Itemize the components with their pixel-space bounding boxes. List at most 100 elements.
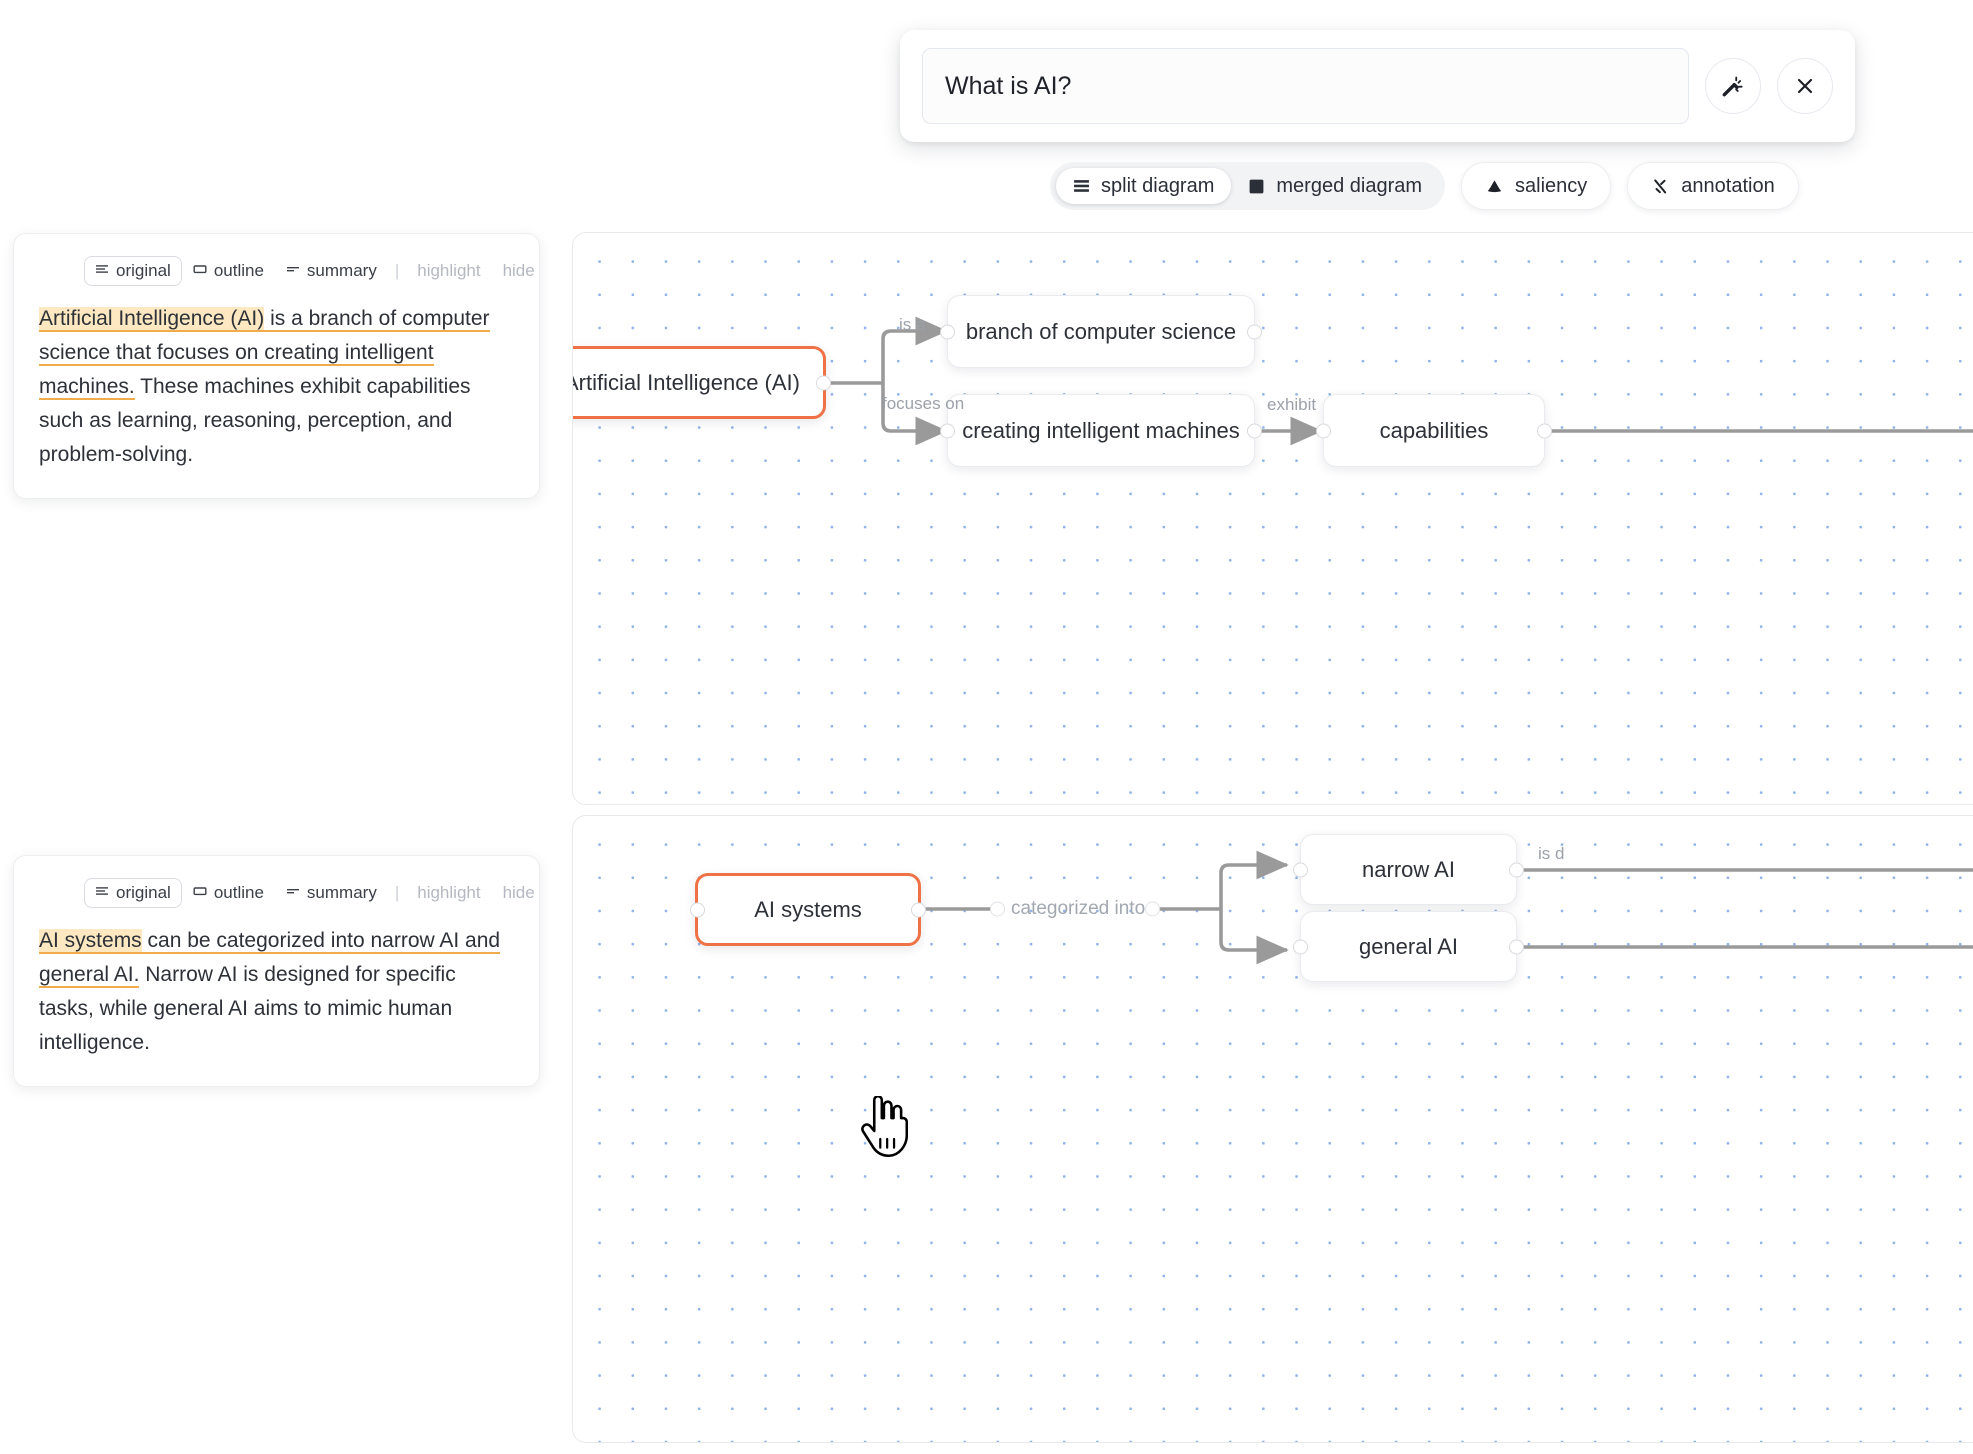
diagram-canvas-2[interactable]: AI systems narrow AI general AI categori… — [572, 815, 1973, 1443]
node-handle-left[interactable] — [690, 902, 705, 917]
card-2-highlight-label: highlight — [417, 883, 481, 902]
rows-icon — [1073, 178, 1090, 195]
mode-annotation-label: annotation — [1681, 174, 1775, 197]
label-handle-right[interactable] — [1145, 901, 1160, 917]
card-1-highlight-toggle[interactable]: highlight — [406, 256, 491, 286]
card-1-original-label: original — [116, 261, 171, 280]
label-handle-left[interactable] — [990, 901, 1005, 917]
text-card-1: original outline summary | highlight hid… — [13, 233, 540, 500]
query-input[interactable] — [922, 48, 1689, 124]
mode-split-diagram[interactable]: split diagram — [1056, 168, 1232, 204]
card-1-hide-label: hide — [502, 261, 535, 280]
node-label: capabilities — [1379, 417, 1489, 443]
diagram-1-edge-label-exhibit[interactable]: exhibit — [1267, 395, 1317, 414]
query-panel — [900, 30, 1855, 142]
card-2-segment-0[interactable]: AI systems — [39, 929, 142, 954]
card-1-summary-tab[interactable]: summary — [275, 256, 388, 286]
rectangle-icon — [193, 261, 207, 281]
mode-saliency[interactable]: saliency — [1461, 162, 1612, 210]
node-handle-left[interactable] — [1293, 939, 1308, 954]
close-icon — [1793, 74, 1817, 98]
diagram-2-node-ai-systems[interactable]: AI systems — [690, 873, 926, 946]
card-2-separator: | — [394, 883, 400, 902]
summary-lines-icon — [286, 261, 300, 281]
card-2-segment-1[interactable]: can be categorized into narrow AI and ge… — [39, 929, 501, 989]
card-1-segment-1[interactable]: is a branch of computer science that foc… — [39, 307, 490, 401]
diagram-1-node-creating-intelligent-machines[interactable]: creating intelligent machines — [940, 394, 1262, 467]
node-handle-right[interactable] — [816, 375, 831, 390]
node-label: narrow AI — [1362, 856, 1455, 882]
node-handle-left[interactable] — [940, 324, 955, 339]
diagram-2-edges — [921, 850, 1973, 965]
mode-saliency-label: saliency — [1515, 174, 1588, 197]
pen-icon — [1651, 177, 1670, 196]
node-handle-right[interactable] — [1247, 324, 1262, 339]
mode-merged-diagram-label: merged diagram — [1276, 174, 1423, 197]
card-1-outline-label: outline — [213, 261, 264, 280]
node-handle-right[interactable] — [1509, 939, 1524, 954]
mode-toolbar: split diagram merged diagram saliency — [1050, 162, 1799, 210]
diagram-2-node-general-ai[interactable]: general AI — [1293, 911, 1524, 982]
card-1-separator: | — [394, 261, 400, 280]
diagram-2-node-narrow-ai[interactable]: narrow AI — [1293, 834, 1524, 905]
mountain-icon — [1485, 177, 1504, 196]
card-2-body: AI systems can be categorized into narro… — [39, 924, 514, 1060]
diagram-1-node-capabilities[interactable]: capabilities — [1316, 394, 1552, 467]
node-handle-left[interactable] — [1293, 862, 1308, 877]
node-handle-right[interactable] — [1247, 423, 1262, 438]
diagram-canvas-1[interactable]: Artificial Intelligence (AI) branch of c… — [572, 232, 1973, 805]
card-2-hide-label: hide — [502, 883, 535, 902]
card-1-segment-0[interactable]: Artificial Intelligence (AI) — [39, 307, 265, 332]
grid-icon — [1248, 178, 1265, 195]
summary-lines-icon — [286, 883, 300, 903]
lines-icon — [95, 883, 109, 903]
card-1-original-tab[interactable]: original — [84, 256, 182, 286]
diagram-1-node-branch-of-computer-science[interactable]: branch of computer science — [940, 295, 1262, 368]
magic-wand-button[interactable] — [1705, 58, 1761, 114]
node-handle-right[interactable] — [1537, 423, 1552, 438]
card-1-body: Artificial Intelligence (AI) is a branch… — [39, 302, 514, 472]
close-button[interactable] — [1777, 58, 1833, 114]
node-label: branch of computer science — [965, 318, 1237, 344]
card-2-summary-label: summary — [306, 883, 377, 902]
card-2-original-label: original — [116, 883, 171, 902]
card-1-toolbar: original outline summary | highlight hid… — [39, 256, 535, 286]
lines-icon — [95, 261, 109, 281]
node-label: AI systems — [754, 896, 862, 922]
node-handle-right[interactable] — [911, 902, 926, 917]
card-1-summary-label: summary — [306, 261, 377, 280]
magic-wand-icon — [1720, 73, 1746, 99]
diagram-1-node-artificial-intelligence[interactable]: Artificial Intelligence (AI) — [572, 346, 831, 419]
diagram-2-edge-label-categorized-into-wrap[interactable]: categorized into — [990, 892, 1160, 926]
mode-split-diagram-label: split diagram — [1101, 174, 1215, 197]
card-2-outline-tab[interactable]: outline — [182, 878, 275, 908]
mode-merged-diagram[interactable]: merged diagram — [1231, 168, 1439, 204]
diagram-1-edge-label-is-a[interactable]: is a — [899, 315, 926, 334]
diagram-mode-group: split diagram merged diagram — [1050, 162, 1446, 210]
card-2-hide-toggle[interactable]: hide — [492, 878, 546, 908]
mode-annotation[interactable]: annotation — [1627, 162, 1799, 210]
card-1-outline-tab[interactable]: outline — [182, 256, 275, 286]
card-2-segment-2[interactable]: Narrow AI is designed for specific tasks… — [39, 963, 456, 1055]
node-label: creating intelligent machines — [962, 417, 1240, 443]
diagram-2-edge-label-categorized-into: categorized into — [1011, 898, 1146, 919]
rectangle-icon — [193, 883, 207, 903]
card-2-toolbar: original outline summary | highlight hid… — [39, 878, 535, 908]
diagram-2-edge-label-is-designed[interactable]: is d — [1538, 844, 1565, 863]
card-1-hide-toggle[interactable]: hide — [492, 256, 546, 286]
card-2-highlight-toggle[interactable]: highlight — [406, 878, 491, 908]
card-1-highlight-label: highlight — [417, 261, 481, 280]
node-label: general AI — [1358, 933, 1459, 959]
node-handle-right[interactable] — [1509, 862, 1524, 877]
node-handle-left[interactable] — [940, 423, 955, 438]
node-label: Artificial Intelligence (AI) — [572, 369, 800, 395]
card-2-outline-label: outline — [213, 883, 264, 902]
card-2-summary-tab[interactable]: summary — [275, 878, 388, 908]
text-card-2: original outline summary | highlight hid… — [13, 855, 540, 1088]
diagram-1-edge-label-focuses-on[interactable]: focuses on — [882, 394, 965, 413]
diagram-1-edges — [825, 316, 1973, 446]
dot-grid-background — [573, 233, 1973, 804]
card-1-segment-2[interactable]: These machines exhibit capabilities such… — [39, 375, 471, 467]
node-handle-left[interactable] — [1316, 423, 1331, 438]
card-2-original-tab[interactable]: original — [84, 878, 182, 908]
